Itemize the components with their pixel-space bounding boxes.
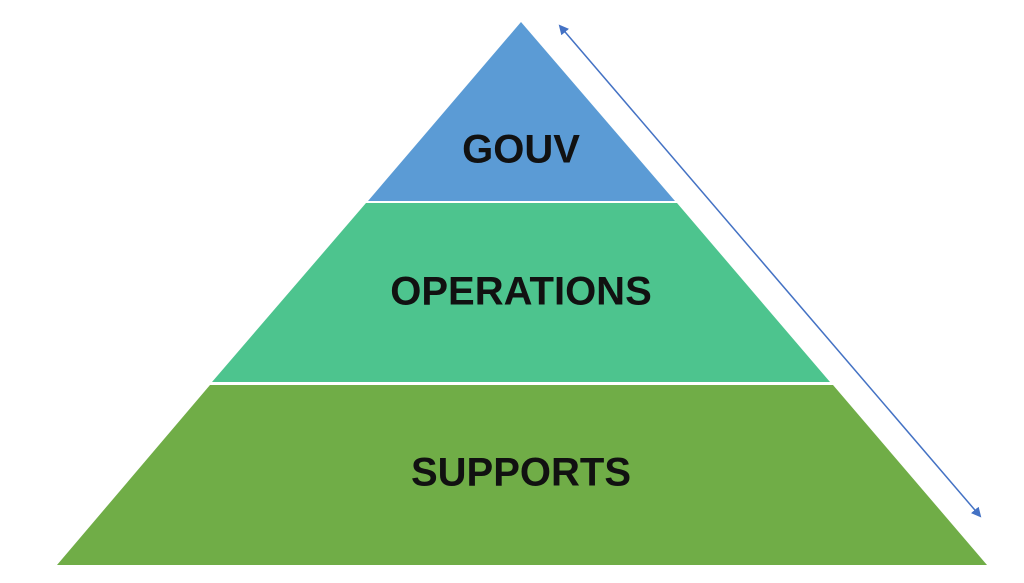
double-arrow	[558, 24, 982, 518]
level-label-gouv: GOUV	[462, 127, 580, 172]
pyramid-level-gouv	[368, 22, 675, 201]
level-label-supports: SUPPORTS	[410, 450, 632, 495]
level-label-operations: OPERATIONS	[390, 269, 652, 314]
